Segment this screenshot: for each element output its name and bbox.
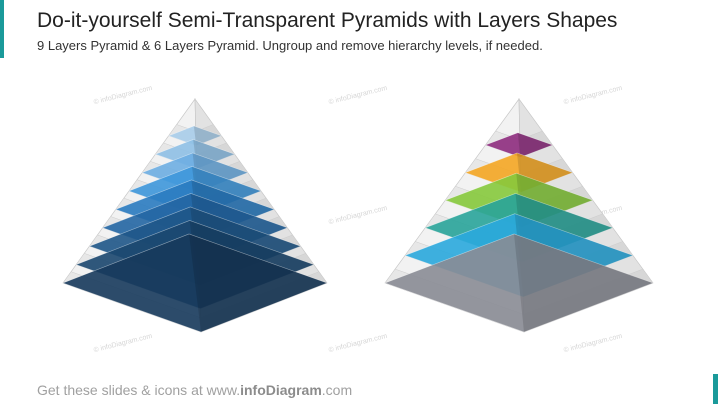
footer-suffix: .com [321,382,353,398]
pyramid-layer [167,124,223,146]
layer-slab [62,233,328,333]
accent-bar-right [713,374,718,404]
layer-slab-shade [189,234,327,332]
slide-subtitle: 9 Layers Pyramid & 6 Layers Pyramid. Ung… [37,38,543,53]
layer-slab-shade [514,234,653,332]
layer-slab [484,132,554,158]
accent-bar-left [0,0,4,58]
layer-slab-shade [193,126,222,146]
pyramid-6-layers [384,97,654,333]
footer-text: Get these slides & icons at www.infoDiag… [37,382,352,398]
pyramid-layer [484,130,554,158]
layer-slab-shade [517,132,553,158]
footer-brand: infoDiagram [240,382,322,398]
layer-slab [384,233,654,333]
pyramid-layer [384,233,654,333]
slide-title: Do-it-yourself Semi-Transparent Pyramids… [37,9,618,32]
pyramid-layer [62,233,328,333]
footer-prefix: Get these slides & icons at www. [37,382,241,398]
pyramid-9-layers [62,97,328,333]
